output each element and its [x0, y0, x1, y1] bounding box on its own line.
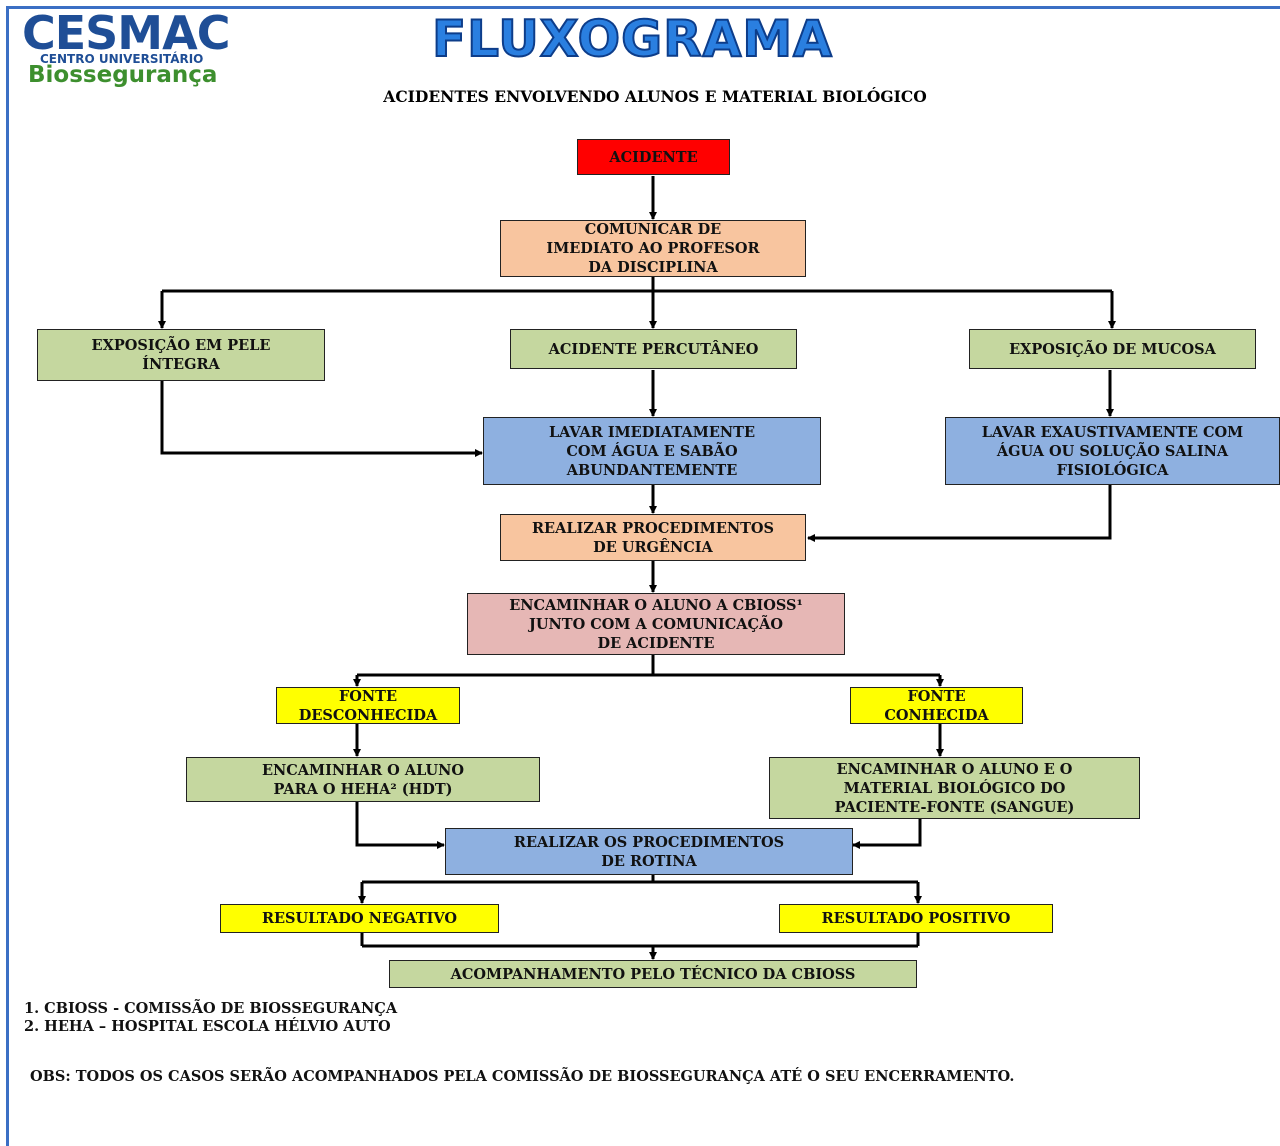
- node-acidente-percutaneo: ACIDENTE PERCUTÂNEO: [510, 329, 797, 369]
- connector-salina-urgencia: [807, 485, 1112, 542]
- footnote-1: 1. CBIOSS - COMISSÃO DE BIOSSEGURANÇA: [24, 1000, 398, 1017]
- node-lavar-agua-sabao: LAVAR IMEDIATAMENTE COM ÁGUA E SABÃO ABU…: [483, 417, 821, 485]
- page-subtitle: ACIDENTES ENVOLVENDO ALUNOS E MATERIAL B…: [383, 87, 927, 106]
- cesmac-logo: CESMAC CENTRO UNIVERSITÁRIO Biosseguranç…: [22, 6, 322, 88]
- node-exposicao-pele: EXPOSIÇÃO EM PELE ÍNTEGRA: [37, 329, 325, 381]
- node-resultado-positivo: RESULTADO POSITIVO: [779, 904, 1053, 933]
- node-resultado-negativo: RESULTADO NEGATIVO: [220, 904, 499, 933]
- node-fonte-desconhecida: FONTE DESCONHECIDA: [276, 687, 460, 724]
- node-lavar-solucao-salina: LAVAR EXAUSTIVAMENTE COM ÁGUA OU SOLUÇÃO…: [945, 417, 1280, 485]
- page-title: FLUXOGRAMA: [431, 10, 833, 68]
- logo-main-text: CESMAC: [22, 6, 230, 60]
- node-encaminhar-heha: ENCAMINHAR O ALUNO PARA O HEHA² (HDT): [186, 757, 540, 802]
- observation-note: OBS: TODOS OS CASOS SERÃO ACOMPANHADOS P…: [30, 1068, 1015, 1085]
- node-procedimentos-rotina: REALIZAR OS PROCEDIMENTOS DE ROTINA: [445, 828, 853, 875]
- node-encaminhar-cbioss: ENCAMINHAR O ALUNO A CBIOSS¹ JUNTO COM A…: [467, 593, 845, 655]
- connector-pele-lavar: [160, 381, 483, 457]
- footnote-2: 2. HEHA – HOSPITAL ESCOLA HÉLVIO AUTO: [24, 1018, 391, 1035]
- connector-heha-rotina: [355, 802, 445, 849]
- node-fonte-conhecida: FONTE CONHECIDA: [850, 687, 1023, 724]
- connector-material-rotina: [852, 819, 922, 849]
- node-acompanhamento: ACOMPANHAMENTO PELO TÉCNICO DA CBIOSS: [389, 960, 917, 988]
- node-comunicar: COMUNICAR DE IMEDIATO AO PROFESOR DA DIS…: [500, 220, 806, 277]
- node-acidente: ACIDENTE: [577, 139, 730, 175]
- node-procedimentos-urgencia: REALIZAR PROCEDIMENTOS DE URGÊNCIA: [500, 514, 806, 561]
- page-border: [6, 6, 1280, 1146]
- node-exposicao-mucosa: EXPOSIÇÃO DE MUCOSA: [969, 329, 1256, 369]
- node-encaminhar-material: ENCAMINHAR O ALUNO E O MATERIAL BIOLÓGIC…: [769, 757, 1140, 819]
- logo-sub-text: CENTRO UNIVERSITÁRIO: [40, 52, 204, 66]
- logo-tag-text: Biossegurança: [28, 62, 218, 88]
